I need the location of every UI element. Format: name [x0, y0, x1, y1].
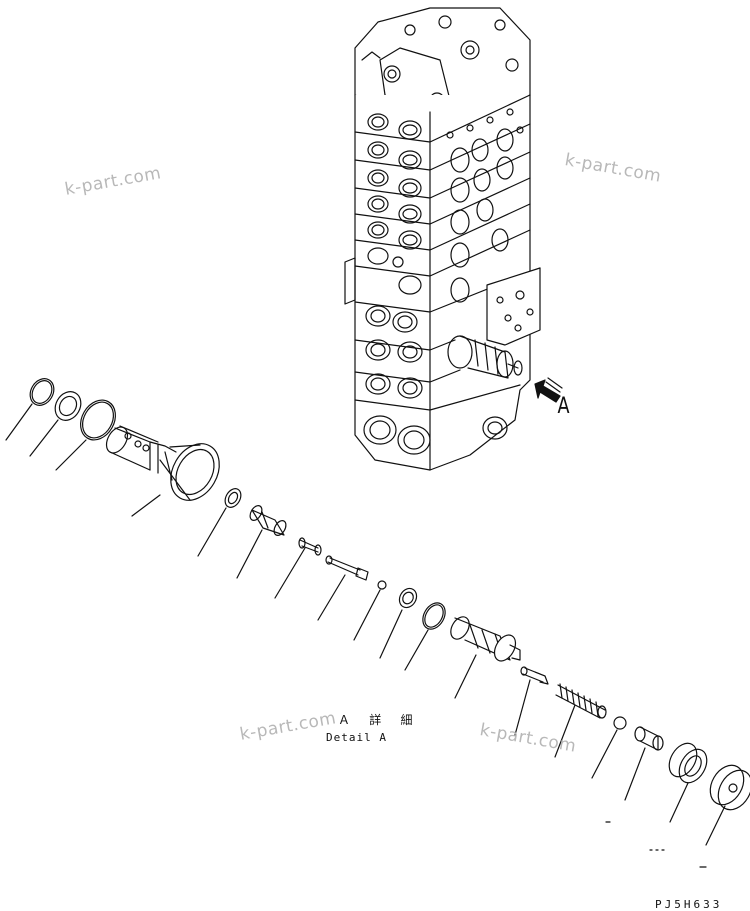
- pin: [325, 555, 369, 581]
- view-label-a: A: [557, 394, 570, 419]
- drawing-code: PJ5H633: [655, 898, 723, 911]
- valve-ports: [363, 113, 508, 455]
- o-ring-2: [80, 399, 116, 441]
- view-arrow-a: [534, 377, 563, 403]
- detail-label-jp: Ａ 詳 細: [338, 713, 419, 727]
- cap-nut: [709, 764, 750, 811]
- o-ring-3: [422, 602, 446, 630]
- sleeve-body: [105, 425, 220, 501]
- control-valve-assembly: [344, 7, 563, 471]
- tiny-screw: [377, 580, 387, 590]
- backup-ring: [54, 391, 82, 421]
- small-valve: [520, 666, 549, 685]
- adjust-screw: [634, 726, 664, 751]
- right-face-ports: [446, 108, 524, 303]
- o-ring-1: [29, 378, 55, 406]
- detail-label-en: Detail A: [326, 731, 387, 744]
- washer: [398, 587, 418, 609]
- valve-sections: [354, 94, 541, 471]
- small-spring: [298, 537, 322, 556]
- detail-a-spool: [447, 335, 523, 379]
- plug: [249, 505, 287, 536]
- seal-ring: [224, 488, 242, 508]
- valve-cartridge: [450, 616, 521, 662]
- spring: [555, 683, 607, 719]
- lock-nut: [668, 742, 708, 784]
- ball: [613, 716, 627, 730]
- exploded-parts: [5, 378, 750, 846]
